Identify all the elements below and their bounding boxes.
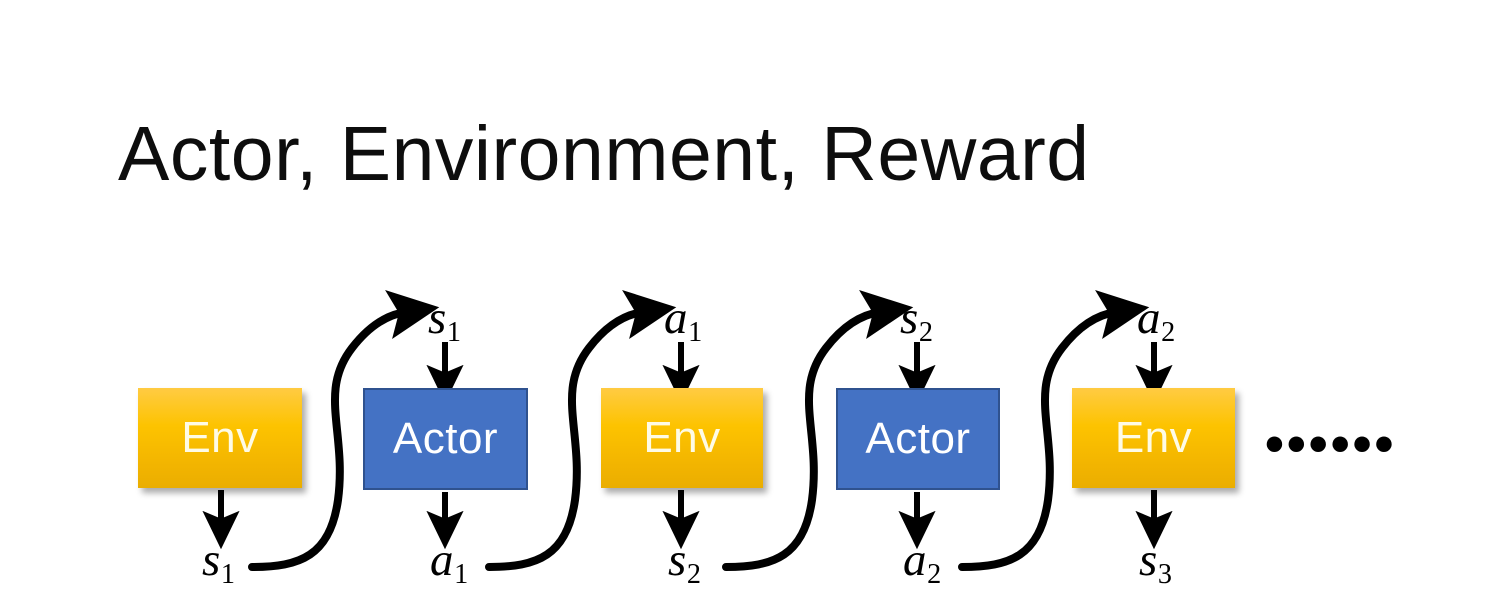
symbol-base: s (668, 534, 687, 586)
block-label: Env (181, 413, 259, 462)
symbol-base: a (1137, 292, 1161, 344)
symbol-subscript: 3 (1157, 559, 1172, 591)
ellipsis-continuation: •••••• (1265, 414, 1397, 474)
symbol-subscript: 2 (686, 559, 701, 591)
symbol-base: s (202, 534, 221, 586)
down-arrow-group-into-blocks (426, 342, 1173, 404)
label-action-a1-bottom: a1 (430, 534, 468, 590)
block-label: Env (1114, 413, 1193, 462)
label-state-s1-bottom: s1 (202, 534, 235, 590)
symbol-base: a (664, 292, 688, 344)
symbol-subscript: 2 (927, 559, 942, 591)
symbol-subscript: 1 (454, 559, 469, 591)
symbol-base: a (903, 534, 927, 586)
label-action-a1-top: a1 (664, 292, 702, 348)
label-state-s1-top: s1 (428, 292, 461, 348)
symbol-base: s (428, 292, 447, 344)
block-actor-2[interactable]: Actor (836, 388, 1000, 490)
symbol-subscript: 2 (1161, 317, 1176, 349)
block-actor-1[interactable]: Actor (363, 388, 528, 490)
page-title: Actor, Environment, Reward (118, 111, 1090, 197)
symbol-subscript: 1 (688, 317, 703, 349)
symbol-subscript: 1 (220, 559, 235, 591)
down-arrow-group-out-of-blocks (202, 490, 1173, 550)
block-env-1[interactable]: Env (138, 388, 302, 488)
symbol-subscript: 2 (918, 317, 933, 349)
symbol-base: a (430, 534, 454, 586)
label-action-a2-top: a2 (1137, 292, 1175, 348)
label-state-s3-bottom: s3 (1139, 534, 1172, 590)
label-state-s2-top: s2 (900, 292, 933, 348)
block-env-3[interactable]: Env (1072, 388, 1235, 488)
symbol-base: s (900, 292, 919, 344)
label-action-a2-bottom: a2 (903, 534, 941, 590)
block-env-2[interactable]: Env (601, 388, 763, 488)
block-label: Env (643, 413, 721, 462)
symbol-base: s (1139, 534, 1158, 586)
label-state-s2-bottom: s2 (668, 534, 701, 590)
symbol-subscript: 1 (446, 317, 461, 349)
block-label: Actor (865, 414, 971, 463)
block-label: Actor (392, 414, 499, 463)
